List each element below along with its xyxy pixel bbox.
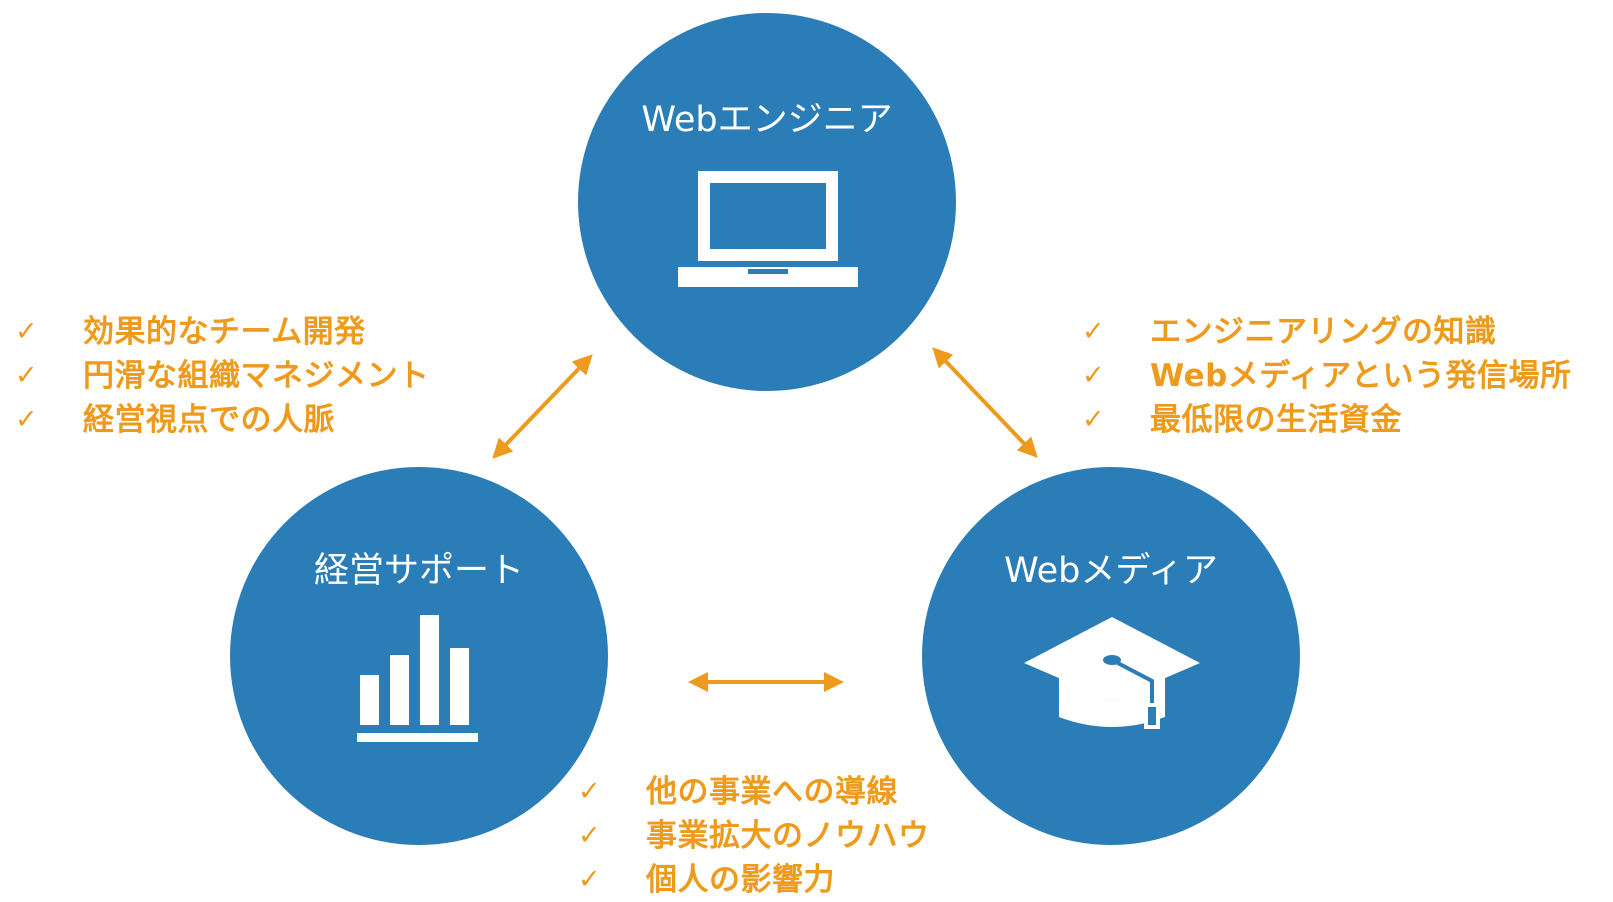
graduation-cap-icon	[1024, 617, 1200, 729]
benefit-text: 個人の影響力	[646, 862, 835, 898]
check-icon: ✓	[15, 316, 38, 347]
benefit-text: 事業拡大のノウハウ	[646, 818, 930, 854]
check-icon: ✓	[1082, 360, 1105, 391]
benefit-text: 効果的なチーム開発	[83, 314, 366, 350]
management-title: 経営サポート	[313, 551, 524, 591]
engineer-title: Webエンジニア	[641, 100, 893, 140]
management-node: 経営サポート	[230, 467, 608, 845]
media-node: Webメディア	[922, 467, 1300, 845]
arrow-engineer-management	[492, 354, 593, 459]
benefit-text: 最低限の生活資金	[1150, 402, 1402, 438]
check-icon: ✓	[1082, 404, 1105, 435]
check-icon: ✓	[578, 820, 601, 851]
check-icon: ✓	[578, 776, 601, 807]
check-icon: ✓	[578, 864, 601, 895]
check-icon: ✓	[15, 360, 38, 391]
laptop-icon	[678, 171, 858, 287]
check-icon: ✓	[1082, 316, 1105, 347]
engineer-node: Webエンジニア	[578, 13, 956, 391]
check-icon: ✓	[15, 404, 38, 435]
benefit-text: 円滑な組織マネジメント	[83, 358, 430, 394]
benefit-text: Webメディアという発信場所	[1150, 358, 1572, 394]
benefit-text: 他の事業への導線	[646, 774, 898, 810]
bar-chart-icon	[357, 615, 478, 742]
benefit-text: エンジニアリングの知識	[1150, 314, 1497, 350]
benefit-text: 経営視点での人脈	[83, 402, 335, 438]
media-title: Webメディア	[1004, 551, 1218, 591]
arrow-engineer-media	[932, 347, 1038, 458]
